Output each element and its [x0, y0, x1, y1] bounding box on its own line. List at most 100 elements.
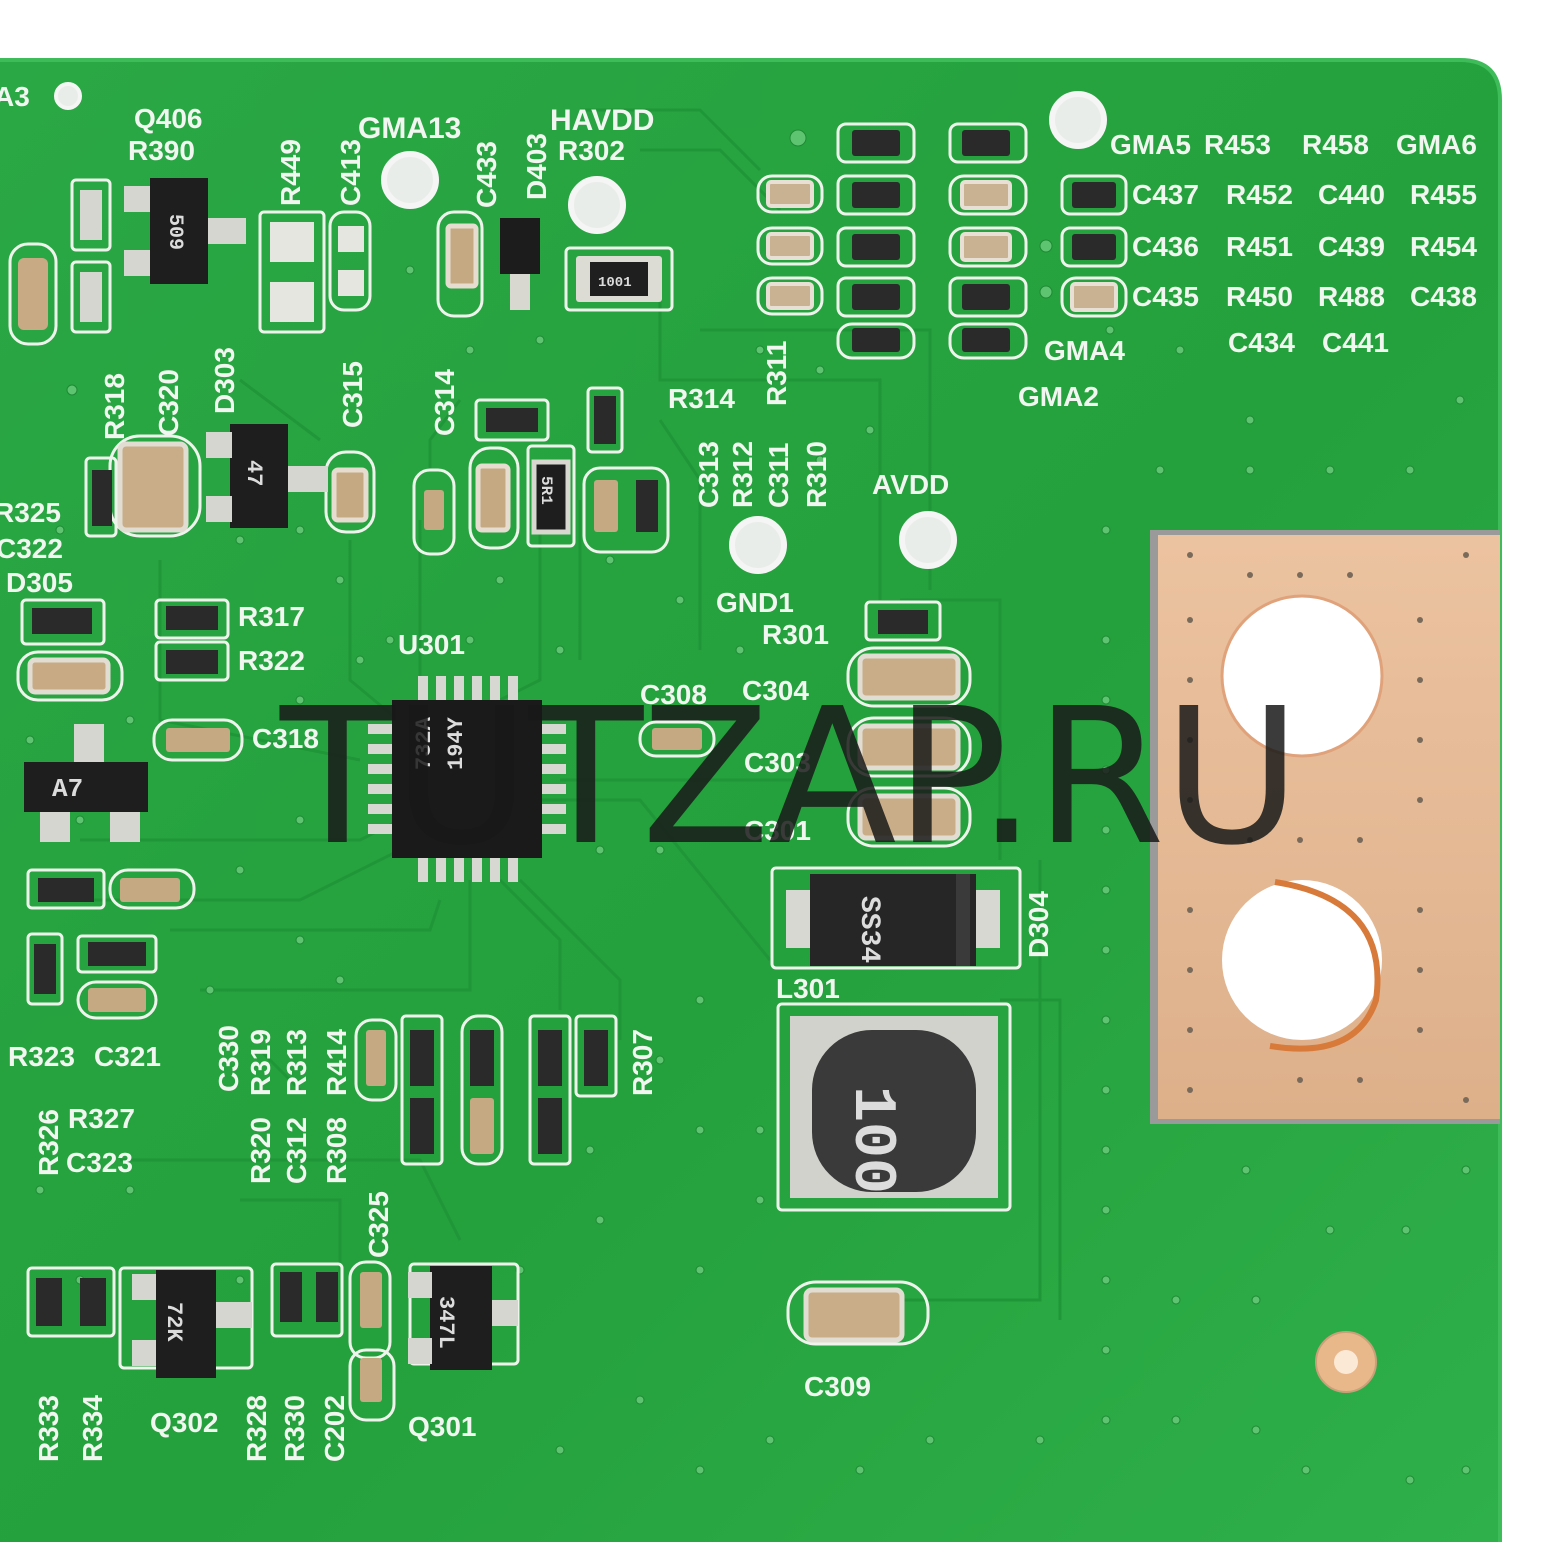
label-r302: R302: [558, 135, 625, 166]
label-c330: C330: [213, 1025, 244, 1092]
label-c434: C434: [1228, 327, 1295, 358]
marking-q302: 72K: [161, 1302, 186, 1342]
label-avdd: AVDD: [872, 469, 949, 500]
label-c313: C313: [693, 441, 724, 508]
label-r414: R414: [321, 1029, 352, 1096]
label-r311: R311: [761, 341, 792, 406]
label-r453: R453: [1204, 129, 1271, 160]
label-r301: R301: [762, 619, 829, 650]
marking-5r1: 5R1: [537, 476, 555, 505]
label-u301: U301: [398, 629, 465, 660]
label-r390: R390: [128, 135, 195, 166]
label-r307: R307: [627, 1029, 658, 1096]
label-r454: R454: [1410, 231, 1477, 262]
label-c301: C301: [744, 815, 811, 846]
component-markings: 509 1001 47 5R1 A7 732A 194Y SS34 100 72…: [52, 214, 905, 1349]
label-r325: R325: [0, 497, 61, 528]
marking-r302: 1001: [598, 275, 632, 291]
label-c325: C325: [363, 1191, 394, 1258]
label-r313: R313: [281, 1029, 312, 1096]
label-r310: R310: [801, 441, 832, 508]
label-r317: R317: [238, 601, 305, 632]
label-d304: D304: [1023, 891, 1054, 958]
label-r450: R450: [1226, 281, 1293, 312]
label-r455: R455: [1410, 179, 1477, 210]
ic-u301: [368, 676, 566, 882]
label-a3: A3: [0, 81, 30, 112]
marking-d303: 47: [241, 460, 266, 486]
label-d403: D403: [521, 133, 552, 200]
label-c323: C323: [66, 1147, 133, 1178]
label-c312: C312: [281, 1117, 312, 1184]
label-gma5: GMA5: [1110, 129, 1191, 160]
label-gma6: GMA6: [1396, 129, 1477, 160]
label-c441: C441: [1322, 327, 1389, 358]
label-r318: R318: [99, 373, 130, 440]
label-c303: C303: [744, 747, 811, 778]
label-gma2: GMA2: [1018, 381, 1099, 412]
marking-q406: 509: [163, 214, 186, 250]
label-r308: R308: [321, 1117, 352, 1184]
marking-a7: A7: [52, 774, 83, 804]
label-d303: D303: [209, 347, 240, 414]
copper-pad: [1150, 530, 1500, 1124]
label-gma4: GMA4: [1044, 335, 1125, 366]
label-c311: C311: [763, 443, 794, 508]
label-c321: C321: [94, 1041, 161, 1072]
label-r330: R330: [279, 1395, 310, 1462]
vias: [25, 129, 1471, 1485]
label-r488: R488: [1318, 281, 1385, 312]
label-r449: R449: [275, 139, 306, 206]
label-q406: Q406: [134, 103, 203, 134]
marking-d304: SS34: [853, 896, 884, 963]
label-c433: C433: [471, 141, 502, 208]
label-c413: C413: [335, 139, 366, 206]
label-c437: C437: [1132, 179, 1199, 210]
label-c304: C304: [742, 675, 809, 706]
label-c436: C436: [1132, 231, 1199, 262]
label-c320: C320: [153, 369, 184, 436]
label-q302: Q302: [150, 1407, 219, 1438]
label-r320: R320: [245, 1117, 276, 1184]
marking-l301: 100: [837, 1086, 905, 1194]
label-r328: R328: [241, 1395, 272, 1462]
label-c314: C314: [429, 369, 460, 436]
label-gma13: GMA13: [358, 112, 461, 145]
label-r458: R458: [1302, 129, 1369, 160]
board-edge: [0, 58, 1502, 1542]
label-q301: Q301: [408, 1411, 477, 1442]
board: [0, 60, 1500, 1542]
label-d305: D305: [6, 567, 73, 598]
label-r327: R327: [68, 1103, 135, 1134]
label-l301: L301: [776, 973, 840, 1004]
label-r314: R314: [668, 383, 735, 414]
label-c309: C309: [804, 1371, 871, 1402]
label-c318: C318: [252, 723, 319, 754]
label-r333: R333: [33, 1395, 64, 1462]
marking-u301-b: 194Y: [444, 716, 469, 770]
components: [18, 130, 1118, 1402]
label-c435: C435: [1132, 281, 1199, 312]
label-gnd1: GND1: [716, 587, 794, 618]
label-r452: R452: [1226, 179, 1293, 210]
silk-labels: Q406 R390 R449 C413 GMA13 C433 D403 HAVD…: [0, 81, 1477, 1462]
marking-q301: 347L: [433, 1296, 458, 1349]
label-c439: C439: [1318, 231, 1385, 262]
label-r319: R319: [245, 1029, 276, 1096]
label-r326: R326: [33, 1109, 64, 1176]
label-r334: R334: [77, 1395, 108, 1462]
label-c202: C202: [319, 1395, 350, 1462]
label-c322: C322: [0, 533, 63, 564]
silk-outlines: [8, 122, 1128, 1422]
label-c438: C438: [1410, 281, 1477, 312]
label-r322: R322: [238, 645, 305, 676]
label-c308: C308: [640, 679, 707, 710]
label-c440: C440: [1318, 179, 1385, 210]
label-c315: C315: [337, 361, 368, 428]
label-r451: R451: [1226, 231, 1293, 262]
test-points: [54, 82, 1377, 1393]
marking-u301-a: 732A: [412, 716, 437, 770]
label-r312: R312: [727, 441, 758, 508]
label-havdd: HAVDD: [550, 104, 654, 137]
